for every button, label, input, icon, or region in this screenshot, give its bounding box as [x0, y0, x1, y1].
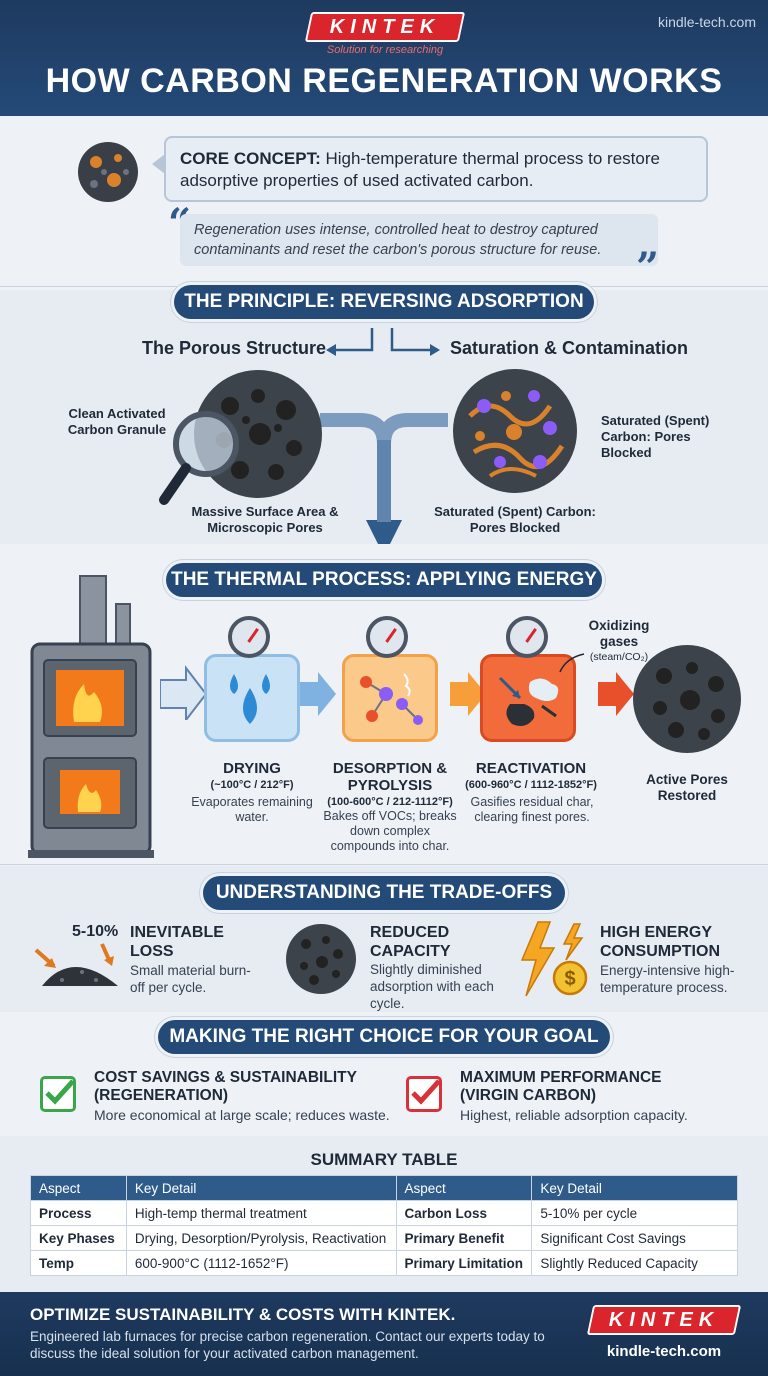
table-cell: Temp: [30, 1250, 127, 1276]
reactivation-desc: Gasifies residual char, clearing finest …: [470, 795, 594, 824]
table-row: Process High-temp thermal treatment Carb…: [30, 1200, 738, 1226]
temperature-gauge-icon: [228, 616, 270, 658]
green-check-icon: [40, 1076, 76, 1112]
high-energy-desc: Energy-intensive high-temperature proces…: [600, 963, 735, 995]
choice-banner: MAKING THE RIGHT CHOICE FOR YOUR GOAL: [158, 1020, 610, 1054]
site-link-top[interactable]: kindle-tech.com: [657, 14, 756, 30]
table-cell: Carbon Loss: [395, 1200, 533, 1226]
molecules-icon: [360, 673, 423, 725]
table-cell: Significant Cost Savings: [531, 1225, 738, 1251]
drying-desc: Evaporates remaining water.: [191, 795, 313, 824]
carbon-pile-icon: [34, 943, 118, 986]
core-concept-box: CORE CONCEPT: High-temperature thermal p…: [164, 136, 708, 202]
saturated-carbon-icon: [453, 369, 577, 493]
virgin-choice-desc: Highest, reliable adsorption capacity.: [460, 1107, 688, 1123]
reactivation-temp: (600-960°C / 1112-1852°F): [465, 779, 597, 791]
svg-text:$: $: [564, 968, 575, 990]
saturated-bottom-label: Saturated (Spent) Carbon: Pores Blocked: [434, 504, 596, 535]
core-quote: Regeneration uses intense, controlled he…: [180, 214, 658, 266]
divider: [0, 864, 768, 865]
temperature-gauge-icon: [506, 616, 548, 658]
table-cell: High-temp thermal treatment: [125, 1200, 397, 1226]
table-cell: Primary Benefit: [395, 1225, 533, 1251]
table-cell: Drying, Desorption/Pyrolysis, Reactivati…: [125, 1225, 397, 1251]
desorption-desc: Bakes off VOCs; breaks down complex comp…: [323, 809, 457, 853]
summary-table: Aspect Key Detail Aspect Key Detail Proc…: [30, 1175, 738, 1276]
saturation-heading: Saturation & Contamination: [450, 338, 688, 358]
table-header: Key Detail: [531, 1175, 738, 1201]
table-cell: Slightly Reduced Capacity: [531, 1250, 738, 1276]
kintek-logo-footer[interactable]: KINTEK: [586, 1305, 742, 1335]
water-drops-icon: [230, 674, 270, 724]
restored-carbon-icon: [633, 645, 741, 753]
surface-area-label: Massive Surface Area & Microscopic Pores: [191, 504, 339, 535]
reduced-capacity-title: REDUCED CAPACITY: [370, 924, 451, 960]
table-cell: 5-10% per cycle: [531, 1200, 738, 1226]
inevitable-loss-title: INEVITABLE LOSS: [130, 924, 224, 960]
table-header: Aspect: [395, 1175, 533, 1201]
char-gasification-icon: [498, 676, 559, 726]
saturated-side-label: Saturated (Spent) Carbon: Pores Blocked: [601, 413, 710, 460]
table-row: Temp 600-900°C (1112-1652°F) Primary Lim…: [30, 1250, 738, 1276]
callout-line: [559, 653, 585, 673]
desorption-step-box: [342, 654, 438, 742]
tradeoffs-banner: UNDERSTANDING THE TRADE-OFFS: [203, 876, 565, 910]
principle-diagram: [320, 328, 448, 556]
core-concept-text: High-temperature thermal process to rest…: [180, 149, 660, 190]
desorption-temp: (100-600°C / 212-1112°F): [327, 796, 453, 808]
callout-pointer: [152, 154, 165, 174]
drying-title: DRYING: [223, 760, 281, 777]
virgin-choice-title: MAXIMUM PERFORMANCE (VIRGIN CARBON): [460, 1069, 662, 1104]
table-header: Key Detail: [125, 1175, 397, 1201]
furnace-icon: [28, 575, 154, 858]
footer-text: Engineered lab furnaces for precise carb…: [30, 1329, 545, 1361]
principle-banner: THE PRINCIPLE: REVERSING ADSORPTION: [174, 285, 594, 319]
table-row: Key Phases Drying, Desorption/Pyrolysis,…: [30, 1225, 738, 1251]
pores-restored-label: Active Pores Restored: [646, 772, 728, 803]
loss-percent: 5-10%: [72, 923, 119, 940]
table-cell: 600-900°C (1112-1652°F): [125, 1250, 397, 1276]
energy-cost-icon: $: [520, 921, 588, 997]
desorption-title: DESORPTION & PYROLYSIS: [332, 760, 448, 794]
table-header-row: Aspect Key Detail Aspect Key Detail: [30, 1175, 738, 1201]
process-arrows: [160, 665, 634, 720]
footer-heading: OPTIMIZE SUSTAINABILITY & COSTS WITH KIN…: [30, 1305, 456, 1324]
table-cell: Primary Limitation: [395, 1250, 533, 1276]
reduced-capacity-desc: Slightly diminished adsorption with each…: [370, 962, 494, 1011]
summary-table-title: SUMMARY TABLE: [310, 1150, 458, 1169]
clean-carbon-label: Clean Activated Carbon Granule: [67, 406, 167, 437]
temperature-gauge-icon: [366, 616, 408, 658]
oxidizing-gases-sub: (steam/CO₂): [589, 651, 649, 663]
logo-tagline: Solution for researching: [326, 44, 444, 56]
kintek-logo[interactable]: KINTEK: [304, 12, 466, 42]
high-energy-title: HIGH ENERGY CONSUMPTION: [600, 924, 720, 960]
drying-temp: (~100°C / 212°F): [210, 779, 294, 791]
site-link-footer[interactable]: kindle-tech.com: [606, 1343, 722, 1360]
red-check-icon: [406, 1076, 442, 1112]
carbon-granule-icon: [78, 142, 138, 202]
porous-structure-heading: The Porous Structure: [142, 338, 327, 358]
reactivation-step-box: [480, 654, 576, 742]
page-title: HOW CARBON REGENERATION WORKS: [45, 62, 723, 100]
reactivation-title: REACTIVATION: [475, 760, 587, 777]
core-concept-label: CORE CONCEPT:: [180, 149, 321, 168]
table-cell: Process: [30, 1200, 127, 1226]
regeneration-choice-desc: More economical at large scale; reduces …: [94, 1107, 390, 1123]
table-header: Aspect: [30, 1175, 127, 1201]
magnifying-glass-icon: [159, 411, 239, 505]
reduced-carbon-icon: [286, 924, 356, 994]
inevitable-loss-desc: Small material burn-off per cycle.: [130, 963, 251, 995]
oxidizing-gases-label: Oxidizing gases: [588, 618, 650, 649]
table-cell: Key Phases: [30, 1225, 127, 1251]
thermal-banner: THE THERMAL PROCESS: APPLYING ENERGY: [166, 563, 602, 597]
regeneration-choice-title: COST SAVINGS & SUSTAINABILITY (REGENERAT…: [94, 1069, 357, 1104]
close-quote-icon: ”: [636, 244, 660, 291]
